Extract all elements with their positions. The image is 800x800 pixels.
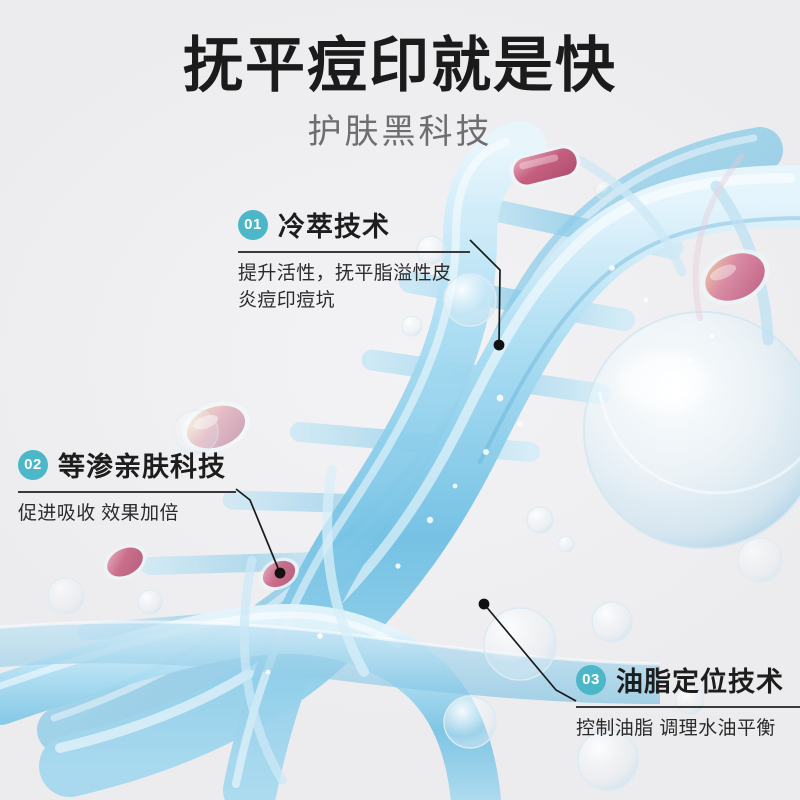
callout-03-header: 03 油脂定位技术 [576,660,800,699]
callout-01-number-badge: 01 [238,209,268,240]
callout-01-description: 提升活性，抚平脂溢性皮炎痘印痘坑 [238,262,452,311]
page-title: 抚平痘印就是快 [183,32,617,99]
callout-01-header: 01 冷萃技术 [238,205,470,244]
callout-02-title: 等渗亲肤科技 [58,452,226,482]
callout-01-divider [238,251,470,253]
capsule-top-pink [509,145,581,188]
callout-01: 01 冷萃技术 提升活性，抚平脂溢性皮炎痘印痘坑 [238,205,470,315]
sphere-bubble [583,311,800,549]
callout-03-number-badge: 03 [576,664,606,695]
callout-02-divider [18,491,236,493]
callout-02-header: 02 等渗亲肤科技 [18,445,236,484]
callout-02: 02 等渗亲肤科技 促进吸收 效果加倍 [18,445,236,528]
callout-03-divider [576,706,800,708]
page-subtitle: 护肤黑科技 [307,113,493,151]
callout-03-title: 油脂定位技术 [616,667,784,697]
callout-02-number-badge: 02 [18,449,48,480]
capsule-low-pink [103,544,147,580]
capsule-right-rose [700,249,770,305]
callout-01-title: 冷萃技术 [278,212,390,242]
callout-03: 03 油脂定位技术 控制油脂 调理水油平衡 [576,660,800,743]
callout-03-description: 控制油脂 调理水油平衡 [576,717,776,739]
callout-02-description: 促进吸收 效果加倍 [18,502,179,524]
